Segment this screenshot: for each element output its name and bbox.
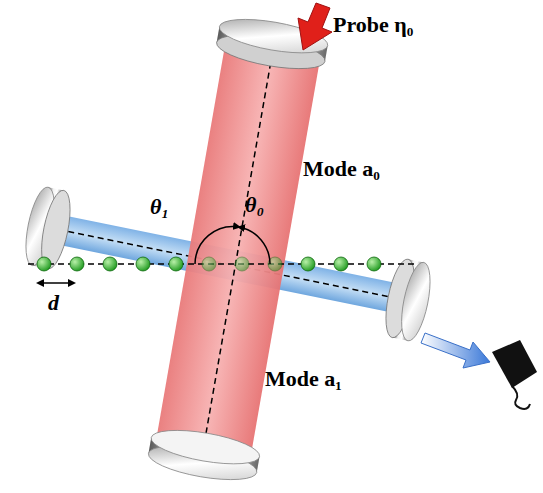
- angle-label: θ₀: [245, 194, 264, 216]
- spacing-label: d: [48, 292, 59, 314]
- atom: [70, 257, 84, 271]
- angle-label: θ₁: [150, 196, 169, 218]
- atom: [367, 257, 381, 271]
- atom: [334, 257, 348, 271]
- atom: [169, 257, 183, 271]
- atom: [202, 257, 216, 271]
- atom: [301, 257, 315, 271]
- mode-label: Mode a₀: [303, 158, 380, 180]
- atom: [235, 257, 249, 271]
- mode-label: Mode a₁: [265, 368, 342, 390]
- atom: [37, 257, 51, 271]
- probe-label: Probe η₀: [333, 14, 413, 36]
- atom: [103, 257, 117, 271]
- atom: [136, 257, 150, 271]
